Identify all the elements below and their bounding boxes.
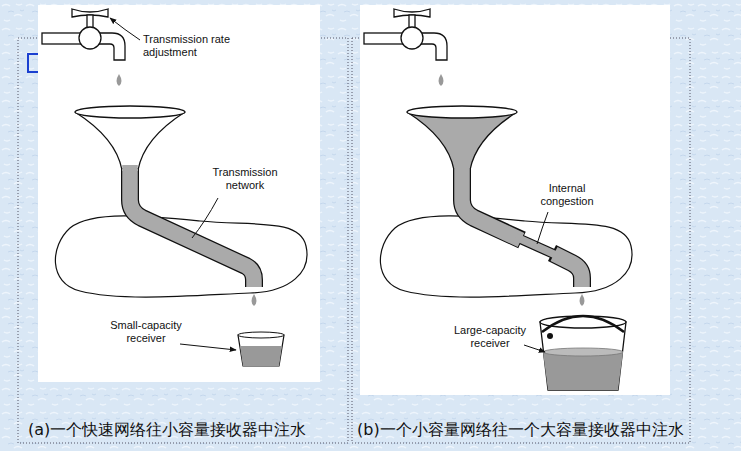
caption-text: (a)一个快速网络往小容量接收器中注水 [28,420,306,440]
callout-label: Small-capacity receiver [96,319,196,345]
callout-label: Large-capacity receiver [440,324,540,350]
callout-label: Internal congestion [530,182,604,208]
callout-label: Transmission rate adjustment [143,33,239,59]
caption-text: (b)一个小容量网络往一个大容量接收器中注水 [357,420,684,440]
callout-label: Transmission network [200,166,290,192]
